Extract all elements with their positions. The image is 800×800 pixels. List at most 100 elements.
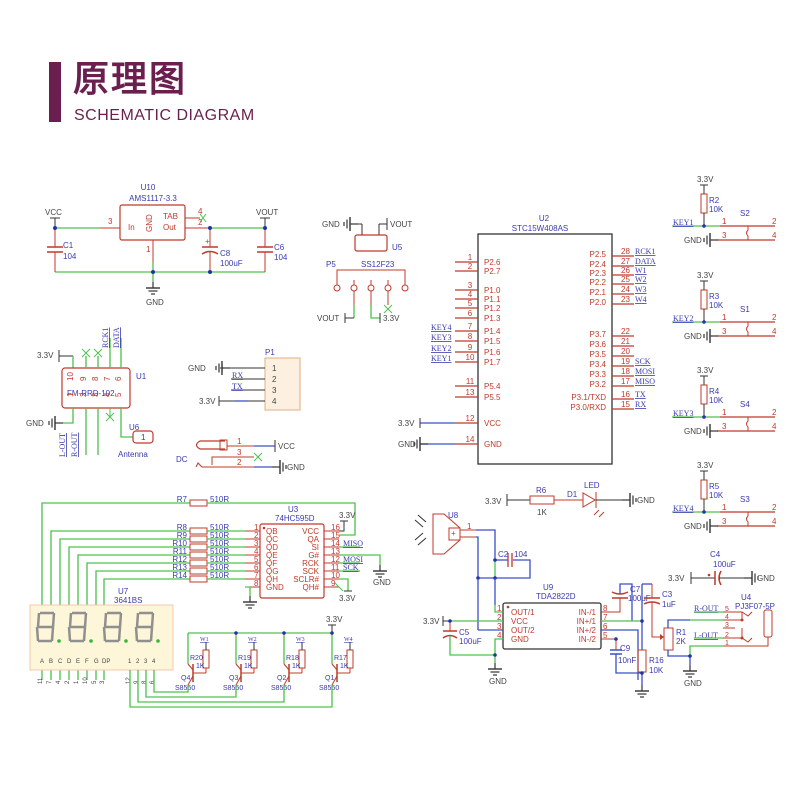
u9-pin-num-2: 2: [497, 613, 502, 622]
display-digit-2: 8.: [67, 611, 93, 643]
u3-sclr-label: 3.3V: [339, 594, 356, 603]
segment-E: [134, 626, 139, 642]
vcc-label: VCC: [45, 208, 62, 217]
seg-letter: DP: [102, 659, 110, 665]
transistor-emitter: [187, 663, 194, 671]
u9-part: TDA2822D: [536, 592, 576, 601]
mcu-pin-num-20: 20: [621, 347, 630, 356]
mcu-net-DATA: DATA: [635, 257, 656, 266]
seg-letter: C: [58, 659, 63, 665]
transistor-collector: [187, 675, 194, 686]
mcu-net-SCK: SCK: [635, 357, 651, 366]
mcu-pin-name-GND: GND: [484, 440, 502, 449]
radio-net-lout: L-OUT: [58, 433, 67, 457]
mcu-pin-num-22: 22: [621, 327, 630, 336]
mcu-pin-name-P2.7: P2.7: [484, 267, 501, 276]
u3-pin-num-14: 14: [331, 539, 340, 548]
c4-value: 100uF: [713, 560, 736, 569]
key-switch-ref: S4: [740, 400, 750, 409]
seg-letter: B: [49, 659, 53, 665]
digit-drivers: 3.3VW1R201KQ4S8550W2R191KQ3S8550W3R181KQ…: [129, 615, 354, 708]
transistor-emitter: [331, 663, 338, 671]
u9-pin-name-IN+/1: IN+/1: [577, 617, 597, 626]
sw-pin-1: 1: [722, 313, 727, 322]
com-index: 3: [144, 659, 148, 665]
radio-net-rout: R-OUT: [70, 432, 79, 457]
u4-ref: U4: [741, 593, 752, 602]
junction-dot: [702, 224, 706, 228]
segment-B: [118, 612, 123, 628]
c6-ref: C6: [274, 243, 285, 252]
u3-pin-name-QG: QG: [266, 567, 278, 576]
mcu-pin-num-5: 5: [468, 299, 473, 308]
key-res-ref: R2: [709, 196, 720, 205]
u3-pin-num-12: 12: [331, 555, 340, 564]
u5-vout-label: VOUT: [390, 220, 412, 229]
p1-pin-4: 4: [272, 397, 277, 406]
u5-ref: U5: [392, 243, 403, 252]
mcu-pin-name-P3.0/RXD: P3.0/RXD: [570, 403, 606, 412]
sw-pin-2: 2: [772, 408, 777, 417]
p5-ref: P5: [326, 260, 336, 269]
key-vcc-label: 3.3V: [697, 271, 714, 280]
junction-dot: [702, 415, 706, 419]
mcu-vcc-label: 3.3V: [398, 419, 415, 428]
p1-pin-2: 2: [272, 375, 277, 384]
u7-part: 3641BS: [114, 596, 142, 605]
mcu-pin-name-P2.3: P2.3: [590, 269, 607, 278]
key-gnd-label: GND: [684, 332, 702, 341]
page-subtitle: SCHEMATIC DIAGRAM: [74, 107, 255, 124]
mcu-net-KEY3: KEY3: [431, 333, 451, 342]
regulator-pin-num-gnd: 1: [146, 245, 151, 254]
u3-sclr-wire: [339, 578, 349, 591]
mcu-pin-name-P2.0: P2.0: [590, 298, 607, 307]
led-gnd-label: GND: [637, 496, 655, 505]
led-vcc-label: 3.3V: [485, 497, 502, 506]
p1-net-gnd: GND: [188, 364, 206, 373]
u9-pin-name-VCC: VCC: [511, 617, 528, 626]
d1-ref: D1: [567, 490, 578, 499]
r1-ref: R1: [676, 628, 687, 637]
resistor-ref: R13: [172, 563, 187, 572]
radio-pin-3: 3: [91, 392, 100, 397]
key-switch-ref: S1: [740, 305, 750, 314]
segment-DP: [124, 639, 128, 643]
mcu-pin-name-P3.6: P3.6: [590, 340, 607, 349]
sw-pin-1: 1: [722, 408, 727, 417]
u3-pin-num-10: 10: [331, 571, 340, 580]
sw-pin-2: 2: [772, 313, 777, 322]
jack-net-lout: L-OUT: [694, 631, 718, 640]
mcu-pin-name-P1.4: P1.4: [484, 327, 501, 336]
mcu-part: STC15W408AS: [512, 224, 568, 233]
mcu-pin-name-P3.2: P3.2: [590, 380, 607, 389]
mcu-net-MISO: MISO: [635, 377, 655, 386]
dc-pin-1: 1: [237, 437, 242, 446]
antenna-pin: 1: [141, 433, 146, 442]
driver-res-ref: R20: [190, 655, 203, 662]
resistor-R14: [189, 575, 208, 583]
display-u7: U7 3641BS 8.8.8.8. A11B7C4D2E1F10G5DP311…: [29, 587, 174, 684]
u3-pin-num-2: 2: [254, 531, 259, 540]
junction-dot: [702, 320, 706, 324]
ground-icon: [703, 518, 719, 534]
driver-res-value: 1K: [244, 663, 253, 670]
com-index: 2: [136, 659, 140, 665]
regulator-pin-out: Out: [163, 223, 177, 232]
key-gnd-label: GND: [684, 522, 702, 531]
key-net-label: KEY1: [673, 218, 693, 227]
resistor-ref: R7: [177, 495, 188, 504]
u3-net-MISO: MISO: [343, 539, 363, 548]
collector-wire: [153, 670, 189, 693]
mcu-pin-num-6: 6: [468, 309, 473, 318]
mcu-pin-name-P3.5: P3.5: [590, 350, 607, 359]
mcu-pin-name-P1.7: P1.7: [484, 358, 501, 367]
mcu-net-W4: W4: [635, 295, 647, 304]
key-switch-ref: S2: [740, 209, 750, 218]
nc-mark: [105, 412, 115, 422]
regulator-u10: U10 AMS1117-3.3 In TAB Out GND 3 4 2 1 G…: [45, 183, 288, 307]
c4-ref: C4: [710, 550, 721, 559]
c4-vcc-label: 3.3V: [668, 574, 685, 583]
mcu-pin-num-4: 4: [468, 290, 473, 299]
